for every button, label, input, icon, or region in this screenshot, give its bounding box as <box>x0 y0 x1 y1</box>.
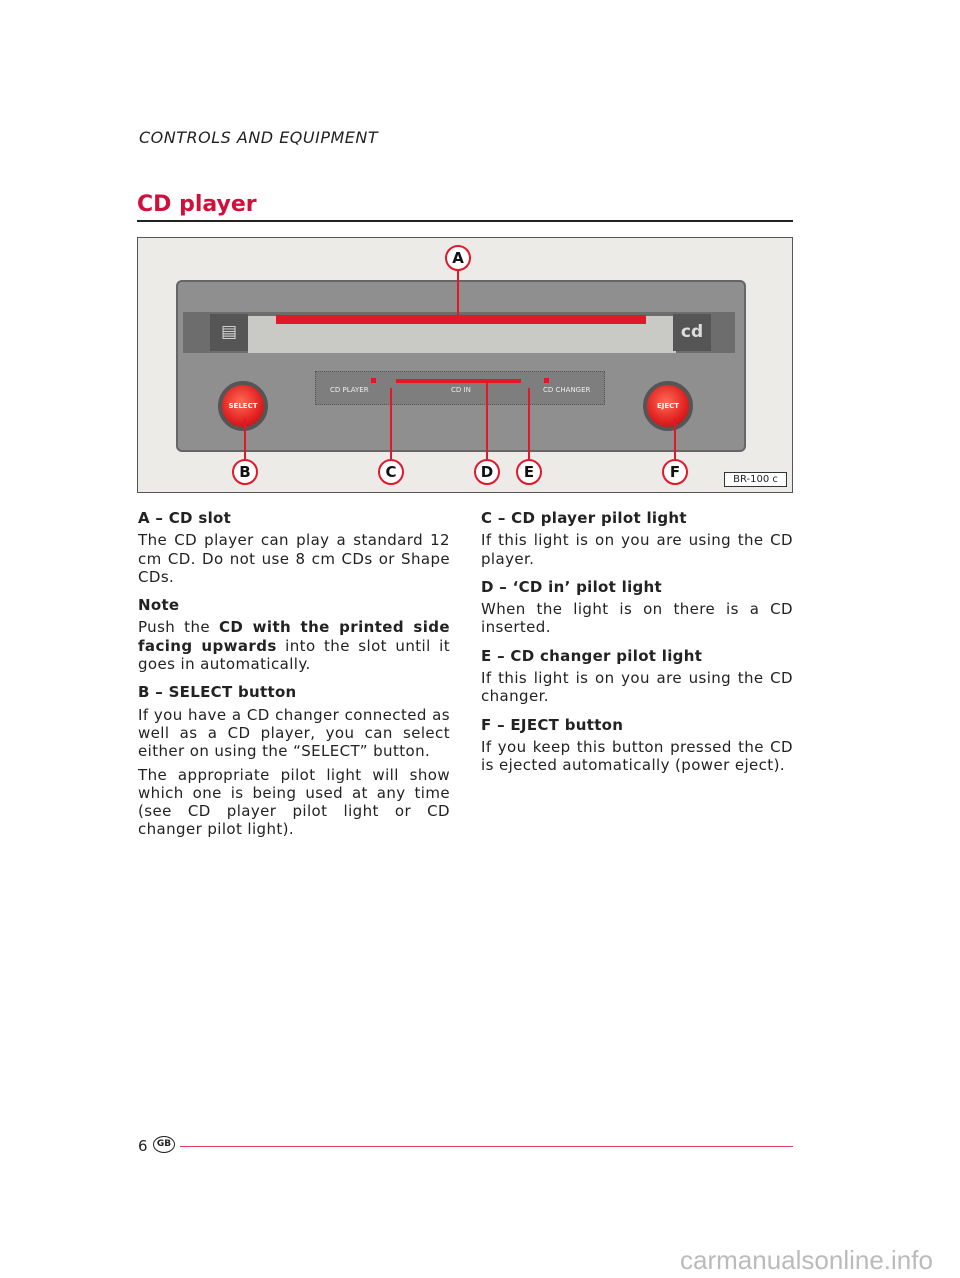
cd-changer-led <box>544 378 549 383</box>
page-number: 6 <box>138 1137 148 1155</box>
text: Push the <box>138 618 219 637</box>
cd-player-figure: ▤ cd CD PLAYER CD IN CD CHANGER SELECT E… <box>137 237 793 493</box>
eject-button: EJECT <box>643 381 693 431</box>
callout-line-e <box>528 388 530 460</box>
cd-slot <box>276 315 646 324</box>
cd-in-label: CD IN <box>451 386 471 394</box>
callout-b: B <box>232 459 258 485</box>
heading-cd-slot: A – CD slot <box>138 509 232 527</box>
callout-line-c <box>390 388 392 460</box>
cd-in-led <box>396 379 521 383</box>
section-header: CONTROLS AND EQUIPMENT <box>139 128 379 147</box>
callout-c: C <box>378 459 404 485</box>
heading-cd-in-light: D – ‘CD in’ pilot light <box>481 577 663 596</box>
page-title: CD player <box>137 192 257 217</box>
cd-logo: cd <box>673 314 711 351</box>
callout-e: E <box>516 459 542 485</box>
heading-cd-player-light: C – CD player pilot light <box>481 509 687 527</box>
title-rule <box>137 220 793 222</box>
paragraph: If you have a CD changer connected as we… <box>138 705 450 761</box>
figure-code: BR-100 c <box>724 472 787 487</box>
paragraph: The appropriate pilot light will show wh… <box>138 765 450 839</box>
paragraph: If this light is on you are using the CD… <box>481 531 793 568</box>
callout-line-f <box>674 418 676 460</box>
heading-select-button: B – SELECT button <box>138 683 297 702</box>
right-column: C – CD player pilot light If this light … <box>481 509 793 785</box>
watermark: carmanualsonline.info <box>680 1245 933 1275</box>
paragraph: The CD player can play a standard 12 cm … <box>138 531 450 586</box>
callout-d: D <box>474 459 500 485</box>
callout-line-d <box>486 381 488 460</box>
select-button: SELECT <box>218 381 268 431</box>
note-paragraph: Push the CD with the printed side facing… <box>138 618 450 673</box>
cd-player-label: CD PLAYER <box>330 386 369 394</box>
display-panel: CD PLAYER CD IN CD CHANGER <box>315 371 605 405</box>
country-badge: GB <box>153 1136 175 1153</box>
heading-eject-button: F – EJECT button <box>481 715 624 734</box>
callout-line-b <box>244 418 246 460</box>
heading-note: Note <box>138 596 180 615</box>
callout-line-a <box>457 271 459 319</box>
paragraph: If this light is on you are using the CD… <box>481 669 793 706</box>
callout-f: F <box>662 459 688 485</box>
paragraph: If you keep this button pressed the CD i… <box>481 737 793 775</box>
cd-changer-label: CD CHANGER <box>543 386 591 394</box>
left-column: A – CD slot The CD player can play a sta… <box>138 509 450 849</box>
callout-a: A <box>445 245 471 271</box>
heading-cd-changer-light: E – CD changer pilot light <box>481 646 703 665</box>
bold-text: CD with the printed side facing upwards <box>138 618 450 655</box>
cd-player-led <box>371 378 376 383</box>
footer-rule <box>180 1146 793 1147</box>
slot-left-block: ▤ <box>210 314 248 351</box>
paragraph: When the light is on there is a CD inser… <box>481 600 793 637</box>
text: into the slot until it goes in automatic… <box>138 636 450 674</box>
